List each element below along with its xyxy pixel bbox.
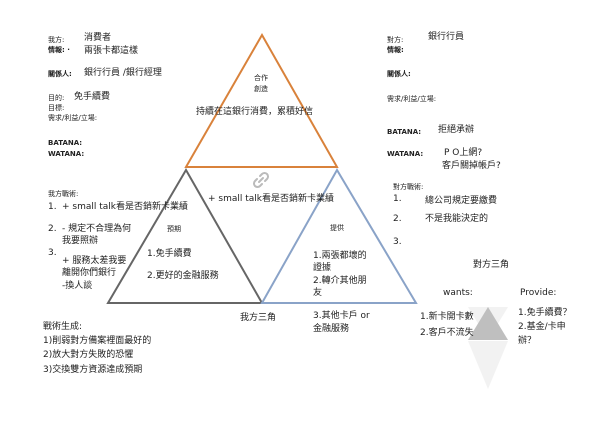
expectation-item-1: 1.免手續費 <box>147 249 192 259</box>
opp-info-label: 情報: <box>387 46 404 54</box>
target-label: 目標: <box>48 104 65 112</box>
opp-watana-value-2: 客戶關掉帳戶? <box>442 161 501 171</box>
strategy-item-3: 3)交換雙方資源達成預期 <box>43 365 143 375</box>
chain-link-icon <box>252 171 270 189</box>
provide-item-1: 1.兩張都壞的 <box>313 251 367 261</box>
strategy-title: 戰術生成: <box>43 322 83 332</box>
provide-header-label: Provide: <box>520 288 557 298</box>
funnel-middle <box>468 307 508 340</box>
opp-watana-value-1: P O上網? <box>444 148 483 158</box>
strategy-item-1: 1)削弱對方備案裡面最好的 <box>43 336 152 346</box>
my-tactic-2-line-2: 我要照辦 <box>62 236 99 246</box>
my-tactic-3-line-3: -換人談 <box>62 281 93 291</box>
info-label: 情報: · <box>48 46 70 54</box>
provide-item-6: 金融服務 <box>313 324 350 334</box>
provide-item-3: 2.轉介其他朋 <box>313 276 367 286</box>
opp-tactic-1-text: 總公司規定要繳費 <box>425 196 498 206</box>
contact-value: 銀行行員 /銀行經理 <box>84 68 162 78</box>
my-tactic-3-num: 3. <box>48 248 57 258</box>
top-triangle-center-text: 持續在這銀行消費，累積好信 <box>196 107 314 117</box>
my-tactic-2-num: 2. <box>48 224 57 234</box>
provide-label: 提供 <box>330 224 344 232</box>
opp-tactics-label: 對方戰術: <box>393 183 424 191</box>
cooperation-triangle <box>184 32 339 168</box>
my-tactic-1-num: 1. <box>48 202 57 212</box>
opp-triangle-label: 對方三角 <box>473 260 510 270</box>
expectation-label: 預期 <box>167 225 181 233</box>
funnel-bottom <box>468 341 508 389</box>
provide-item-5: 3.其他卡戶 or <box>313 311 370 321</box>
opp-batana-label: BATANA: <box>387 128 422 136</box>
expectation-item-2: 2.更好的金融服務 <box>147 271 219 281</box>
opp-batana-value: 拒絕承辦 <box>438 125 475 135</box>
my-tactic-3-line-2: 離開你們銀行 <box>62 268 117 278</box>
cooperate-label: 合作 <box>254 74 268 82</box>
opp-label: 對方: <box>387 36 404 44</box>
opp-value: 銀行行員 <box>428 32 465 42</box>
my-tactic-3-line-1: + 服務太差我要 <box>62 256 127 266</box>
my-side-value: 消費者 <box>84 33 112 43</box>
watana-label: WATANA: <box>48 150 85 158</box>
strategy-item-2: 2)放大對方失敗的恐懼 <box>43 350 134 360</box>
needs-label: 需求/利益/立場: <box>48 114 98 122</box>
opp-tactic-2-num: 2. <box>393 214 402 224</box>
opp-provide-item-1: 1.免手續費？ <box>518 308 572 318</box>
wants-label: wants: <box>443 288 473 298</box>
my-triangle-label: 我方三角 <box>240 313 277 323</box>
opp-provide-item-3: 辦？ <box>518 336 537 346</box>
wants-item-2: 2.客戶不流失 <box>420 328 474 338</box>
purpose-label: 目的: <box>48 94 65 102</box>
opp-needs-label: 需求/利益/立場: <box>387 95 437 103</box>
opp-contact-label: 關係人: <box>387 70 411 78</box>
provide-item-2: 證據 <box>313 263 332 273</box>
wants-item-1: 1.新卡開卡數 <box>420 312 474 322</box>
my-tactics-label: 我方戰術: <box>48 190 79 198</box>
purpose-value: 免手續費 <box>74 92 111 102</box>
opp-watana-label: WATANA: <box>387 150 424 158</box>
my-tactic-1-line-1: + small talk看是否銷新卡業績 <box>62 202 188 212</box>
provide-triangle <box>260 168 418 304</box>
opp-provide-item-2: 2.基金/卡申 <box>518 322 566 332</box>
top-triangle-bottom-text: + small talk看是否銷新卡業績 <box>208 194 334 204</box>
batana-label: BATANA: <box>48 139 83 147</box>
create-label: 創造 <box>254 85 268 93</box>
opp-tactic-1-num: 1. <box>393 194 402 204</box>
contact-label: 關係人: <box>48 70 72 78</box>
info-value: 兩張卡都這樣 <box>84 46 139 56</box>
provide-item-4: 友 <box>313 288 323 298</box>
expectation-triangle <box>106 168 264 304</box>
my-tactic-2-line-1: - 規定不合理為何 <box>62 224 132 234</box>
opp-tactic-2-text: 不是我能決定的 <box>425 214 489 224</box>
opp-tactic-3-num: 3. <box>393 237 402 247</box>
my-side-label: 我方: <box>48 36 65 44</box>
